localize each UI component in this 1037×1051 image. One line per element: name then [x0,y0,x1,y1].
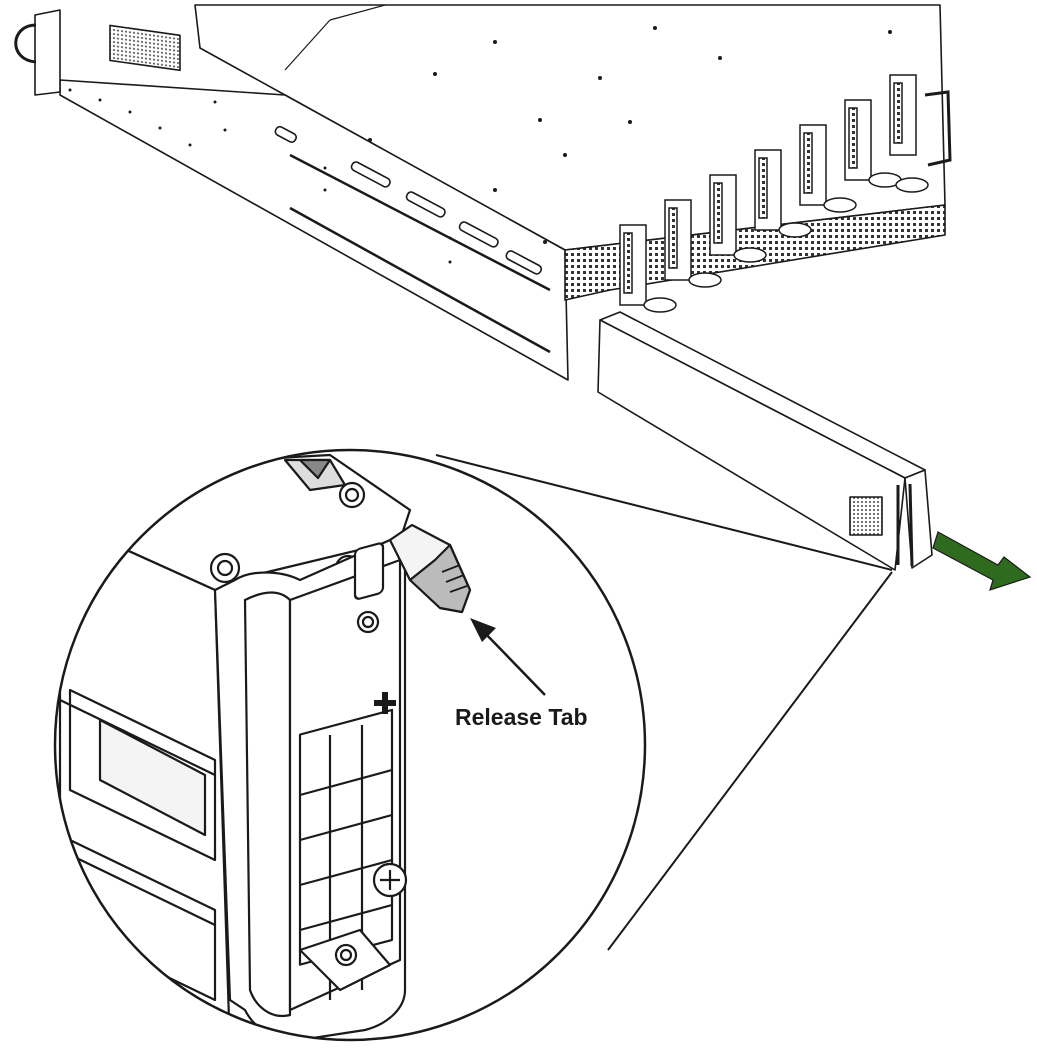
psu-module-4 [754,149,812,238]
zoom-connector-lines [435,454,893,951]
pull-direction-arrow [932,531,1032,591]
psu-handle-top-right [924,90,952,167]
psu-module-2 [664,199,722,288]
zoom-bottom-hinge [298,928,392,992]
chassis-top-seams [284,4,386,71]
release-tab-callout: Release Tab [455,618,588,730]
psu-module-handle [896,483,914,567]
zoom-grille-screw [372,862,408,898]
chassis-side-slots [289,153,551,354]
zoom-led-window [353,542,385,600]
zoom-plus-mark [374,692,396,714]
psu-module-5 [799,124,857,213]
zoom-top-screw-2 [209,552,241,584]
rack-handle [14,23,37,64]
callout-arrowhead [470,618,496,642]
chassis-side-screws [68,88,452,264]
zoom-release-tab-ridges [441,564,468,593]
psu-module-7 [889,74,929,193]
release-tab-label: Release Tab [455,704,588,730]
zoom-handle-inner [243,591,292,1018]
chassis-side-cutouts [274,125,543,275]
rack-ear [34,9,61,96]
psu-module-extracted [597,311,933,571]
psu-module-1 [619,224,677,313]
front-vent-panel [109,24,181,72]
psu-module-side [597,319,906,571]
zoom-small-screw [356,610,380,634]
psu-module-label [849,496,883,536]
zoom-top-screw-1 [338,481,366,509]
psu-modules-installed [619,74,952,313]
psu-module-6 [844,99,902,188]
psu-module-3 [709,174,767,263]
zoom-circle-border [53,448,647,1042]
chassis-top-screws [368,26,892,244]
